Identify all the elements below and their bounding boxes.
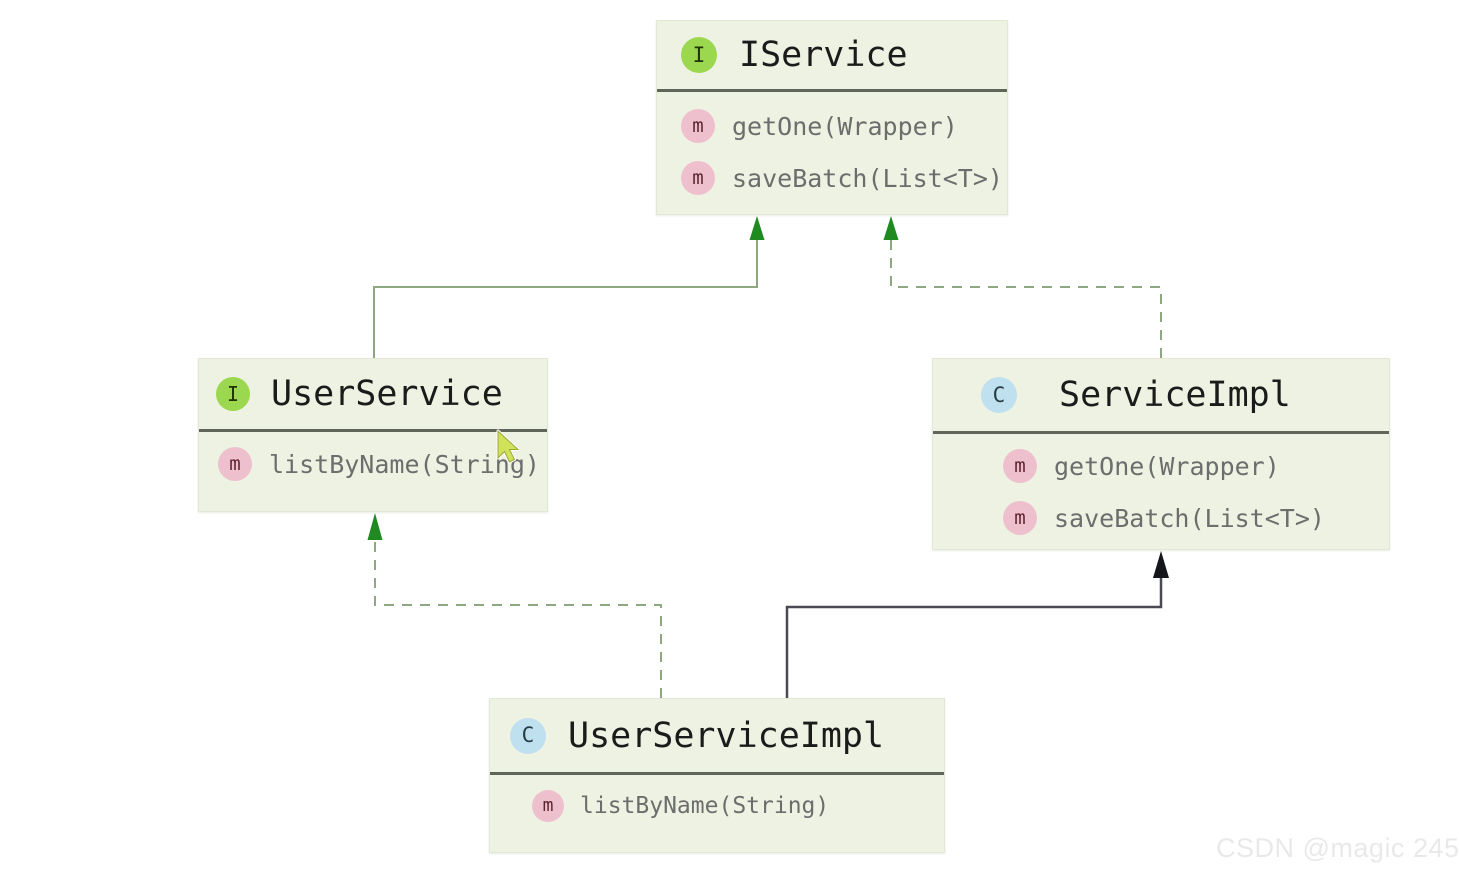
node-members: m getOne(Wrapper) m saveBatch(List<T>): [933, 434, 1389, 548]
edge-userserviceimpl-implements-userservice: [367, 513, 662, 698]
member-row[interactable]: m getOne(Wrapper): [657, 100, 1007, 152]
node-title: UserServiceImpl: [568, 715, 885, 756]
class-badge-icon: C: [981, 377, 1017, 413]
member-label: getOne(Wrapper): [732, 111, 958, 141]
node-divider: [933, 431, 1389, 434]
node-divider: [199, 429, 547, 432]
member-label: listByName(String): [580, 793, 830, 819]
node-title: UserService: [271, 374, 503, 414]
node-header: C ServiceImpl: [933, 359, 1389, 431]
node-header: I IService: [657, 21, 1007, 89]
member-row[interactable]: m listByName(String): [199, 438, 547, 490]
uml-node-iservice[interactable]: I IService m getOne(Wrapper) m saveBatch…: [656, 20, 1008, 215]
method-badge-icon: m: [532, 790, 564, 822]
node-members: m getOne(Wrapper) m saveBatch(List<T>): [657, 92, 1007, 210]
node-members: m listByName(String): [490, 775, 944, 835]
uml-node-serviceimpl[interactable]: C ServiceImpl m getOne(Wrapper) m saveBa…: [932, 358, 1390, 550]
member-row[interactable]: m listByName(String): [490, 781, 944, 831]
node-header: C UserServiceImpl: [490, 699, 944, 772]
method-badge-icon: m: [1003, 501, 1037, 535]
uml-node-userserviceimpl[interactable]: C UserServiceImpl m listByName(String): [489, 698, 945, 853]
node-header: I UserService: [199, 359, 547, 429]
edge-serviceimpl-implements-iservice: [883, 216, 1162, 358]
node-title: IService: [739, 35, 908, 75]
watermark-text: CSDN @magic 245: [1216, 833, 1459, 863]
method-badge-icon: m: [681, 109, 715, 143]
member-row[interactable]: m getOne(Wrapper): [933, 440, 1389, 492]
member-label: saveBatch(List<T>): [732, 163, 1003, 193]
node-title: ServiceImpl: [1059, 375, 1291, 415]
edge-userservice-extends-iservice: [373, 216, 765, 358]
member-label: saveBatch(List<T>): [1054, 503, 1325, 533]
method-badge-icon: m: [681, 161, 715, 195]
interface-badge-icon: I: [216, 377, 250, 411]
member-label: listByName(String): [269, 449, 540, 479]
node-divider: [657, 89, 1007, 92]
member-row[interactable]: m saveBatch(List<T>): [657, 152, 1007, 204]
node-members: m listByName(String): [199, 432, 547, 494]
node-divider: [490, 772, 944, 775]
method-badge-icon: m: [218, 447, 252, 481]
interface-badge-icon: I: [681, 37, 717, 73]
method-badge-icon: m: [1003, 449, 1037, 483]
class-badge-icon: C: [510, 717, 546, 754]
edge-userserviceimpl-extends-serviceimpl: [785, 551, 1169, 698]
member-label: getOne(Wrapper): [1054, 451, 1280, 481]
uml-node-userservice[interactable]: I UserService m listByName(String): [198, 358, 548, 512]
member-row[interactable]: m saveBatch(List<T>): [933, 492, 1389, 544]
